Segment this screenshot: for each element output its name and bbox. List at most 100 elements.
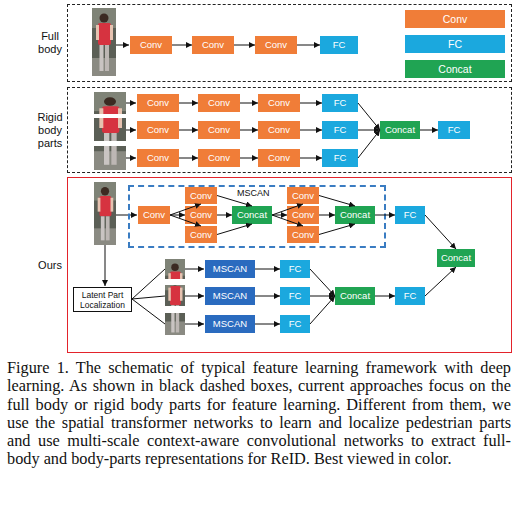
connector-arrow xyxy=(170,215,185,216)
part-wire xyxy=(132,269,165,299)
legend-swatch: FC xyxy=(405,35,505,53)
legend-swatch: Conv xyxy=(405,10,505,28)
conv-block: Conv xyxy=(137,121,179,139)
fc-layer: FC xyxy=(395,287,425,305)
block-label: Conv xyxy=(268,153,290,163)
concat-block: Concat xyxy=(335,206,375,224)
connector-arrow xyxy=(217,196,252,207)
connector-arrow xyxy=(179,158,198,159)
block-label: FC xyxy=(289,264,302,274)
connector-arrow xyxy=(240,103,258,104)
fc-layer: FC xyxy=(395,206,425,224)
connector-arrow xyxy=(358,130,380,131)
connector-arrow xyxy=(358,130,380,158)
fc-layer: FC xyxy=(280,315,310,333)
block-label: Conv xyxy=(202,40,224,50)
connector-arrow xyxy=(240,158,258,159)
mscan-block: MSCAN xyxy=(205,287,255,305)
block-label: Conv xyxy=(190,210,212,220)
fc-layer: FC xyxy=(280,260,310,278)
connector-arrow xyxy=(272,215,287,216)
conv-block: Conv xyxy=(287,187,319,204)
conv-block: Conv xyxy=(130,36,172,54)
input-arrow xyxy=(116,45,129,46)
conv-block: Conv xyxy=(287,206,319,224)
fc-layer: FC xyxy=(322,121,358,139)
figure-caption: Figure 1. The schematic of typical featu… xyxy=(7,359,511,469)
block-label: FC xyxy=(334,153,347,163)
connector-arrow xyxy=(425,215,456,249)
legend-swatch: Concat xyxy=(405,60,505,78)
connector-arrow xyxy=(319,196,355,207)
concat-block: Concat xyxy=(380,121,420,139)
conv-block: Conv xyxy=(258,94,300,112)
connector-arrow xyxy=(420,130,438,131)
block-label: FC xyxy=(333,40,346,50)
block-label: Latent Part Localization xyxy=(74,290,131,310)
connector-arrow xyxy=(172,45,192,46)
legend-label: Conv xyxy=(443,13,468,25)
block-label: Conv xyxy=(147,153,169,163)
connector-arrow xyxy=(255,269,280,270)
connector-arrow xyxy=(425,267,456,296)
connector-arrow xyxy=(310,296,335,297)
connector-arrow xyxy=(217,224,252,235)
connector-arrow xyxy=(297,45,320,46)
conv-block: Conv xyxy=(137,149,179,167)
connector-arrow xyxy=(179,103,198,104)
conv-block: Conv xyxy=(198,149,240,167)
block-label: Conv xyxy=(268,125,290,135)
conv-block: Conv xyxy=(287,226,319,243)
block-label: Conv xyxy=(292,191,314,201)
input-arrow xyxy=(185,324,204,325)
connector-arrow xyxy=(255,296,280,297)
connector-arrow xyxy=(217,215,232,216)
group-label: Full body xyxy=(33,30,67,56)
block-label: FC xyxy=(448,125,461,135)
block-label: Conv xyxy=(190,191,212,201)
localization-box: Latent Part Localization xyxy=(73,287,132,312)
connector-arrow xyxy=(310,296,335,324)
conv-block: Conv xyxy=(198,94,240,112)
conv-block: Conv xyxy=(185,187,217,204)
input-arrow xyxy=(185,269,204,270)
conv-block: Conv xyxy=(258,121,300,139)
pedestrian-photo xyxy=(94,182,116,245)
block-label: FC xyxy=(404,291,417,301)
concat-block: Concat xyxy=(232,206,272,224)
fc-layer: FC xyxy=(438,121,470,139)
block-label: Conv xyxy=(265,40,287,50)
pedestrian-part-photo xyxy=(94,99,126,170)
fc-layer: FC xyxy=(322,149,358,167)
conv-block: Conv xyxy=(185,206,217,224)
dashed-group: Rigid body partsConvConvConvFCConvConvCo… xyxy=(67,87,512,173)
block-label: MSCAN xyxy=(213,264,247,274)
conv-block: Conv xyxy=(185,226,217,243)
method-group: OursMSCANConvConvConvConvConcatConvConvC… xyxy=(67,177,512,353)
concat-block: Concat xyxy=(437,249,475,267)
connector-arrow xyxy=(375,215,395,216)
fc-layer: FC xyxy=(320,36,358,54)
block-label: Conv xyxy=(190,230,212,240)
part-wire xyxy=(132,299,165,324)
connector-arrow xyxy=(272,204,303,215)
input-arrow xyxy=(126,158,136,159)
conv-block: Conv xyxy=(192,36,234,54)
connector-arrow xyxy=(319,215,335,216)
connector-arrow xyxy=(272,215,303,226)
connector-arrow xyxy=(179,130,198,131)
connector-arrow xyxy=(300,103,322,104)
input-arrow xyxy=(116,215,137,216)
block-label: FC xyxy=(289,319,302,329)
block-label: Concat xyxy=(385,125,415,135)
input-arrow xyxy=(185,296,204,297)
group-label: MSCAN xyxy=(237,188,270,199)
connector-arrow xyxy=(170,215,201,226)
legend-label: Concat xyxy=(438,63,471,75)
block-label: Concat xyxy=(441,253,471,263)
block-label: Concat xyxy=(340,291,370,301)
block-label: Concat xyxy=(340,210,370,220)
block-label: FC xyxy=(334,98,347,108)
